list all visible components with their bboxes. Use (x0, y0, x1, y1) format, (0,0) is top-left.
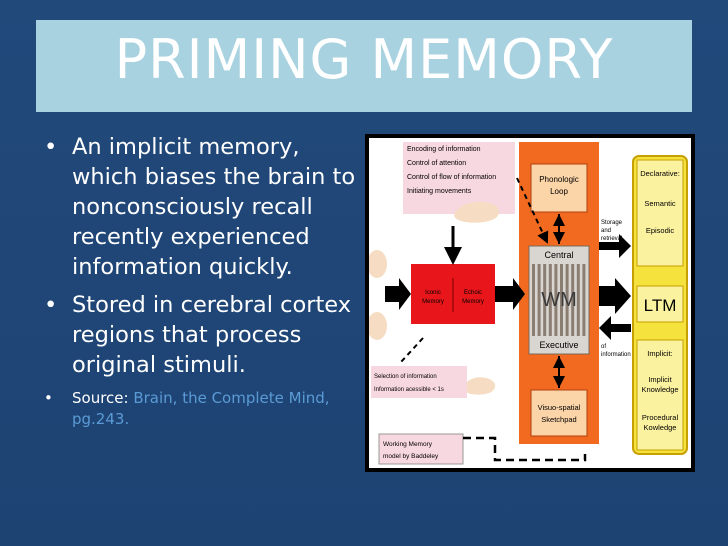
ltm-core-box (636, 285, 684, 323)
bullet-text: An implicit memory, which biases the bra… (72, 134, 356, 280)
bottom-notes-box (371, 366, 467, 398)
and-label: and (601, 228, 611, 234)
phonologic-loop-box (530, 163, 588, 213)
stripe (560, 264, 563, 336)
bullet-item: • Stored in cerebral cortex regions that… (40, 290, 360, 380)
stripe (554, 264, 558, 336)
procedural-label: Procedural (642, 413, 679, 422)
slide-title: PRIMING MEMORY (114, 28, 614, 91)
stripe (543, 264, 547, 336)
bullet-text: Stored in cerebral cortex regions that p… (72, 292, 352, 378)
sketchpad-label: Sketchpad (541, 415, 576, 424)
iconic-memory-label: Memory (422, 299, 444, 305)
stripe (571, 264, 575, 336)
echoic-label: Echoic (464, 290, 482, 296)
source-reference: Brain, the Complete Mind, pg.243. (72, 389, 330, 428)
note-text: Control of flow of information (407, 174, 496, 181)
implicit-label: Implicit: (647, 349, 672, 358)
memory-model-figure: Encoding of information Control of atten… (365, 134, 695, 472)
kowledge-label: Kowledge (644, 423, 677, 432)
of-label: of (601, 344, 606, 350)
declarative-label: Declarative: (640, 169, 680, 178)
note-text: Selection of information (374, 374, 437, 380)
caption-dashed-line (463, 436, 587, 462)
note-text: Control of attention (407, 160, 466, 167)
stimulus-blob (369, 250, 387, 278)
to-wm-arrow (495, 278, 525, 310)
stripe (532, 264, 535, 336)
bullet-item: • An implicit memory, which biases the b… (40, 132, 360, 282)
visuo-label: Visuo-spatial (538, 403, 581, 412)
stimulus-blob (369, 312, 387, 340)
phonologic-label: Phonologic (539, 175, 579, 184)
iconic-label: Iconic (425, 290, 441, 296)
retrieval-arrow (599, 316, 631, 340)
echoic-memory-label: Memory (462, 299, 484, 305)
declarative-box (636, 159, 684, 267)
stripe (565, 264, 569, 336)
executive-label: Executive (539, 340, 578, 350)
top-notes-box (403, 142, 515, 214)
implicit-knowledge-label: Implicit (648, 375, 672, 384)
note-text: Initiating movements (407, 188, 472, 195)
central-label: Central (544, 250, 573, 260)
stripe (582, 264, 586, 336)
dashed-arrow (516, 177, 549, 244)
caption-line: Working Memory (383, 441, 433, 448)
storage-arrow (599, 234, 631, 258)
visuo-spatial-box (530, 389, 588, 437)
source-item: • Source: Brain, the Complete Mind, pg.2… (40, 388, 360, 430)
note-text: Information acessible < 1s (374, 387, 444, 393)
loop-label: Loop (550, 187, 568, 196)
bullet-dot-icon: • (44, 292, 58, 318)
attention-blob (454, 201, 500, 223)
wm-ltm-arrow (599, 278, 631, 314)
bullet-dot-icon: • (44, 389, 53, 407)
implicit-box (636, 339, 684, 451)
retrieval-label: retrieval (601, 236, 622, 242)
bullet-list: • An implicit memory, which biases the b… (40, 132, 360, 430)
caption-box (378, 433, 464, 465)
memory-model-diagram: Encoding of information Control of atten… (369, 142, 688, 465)
ltm-label: LTM (644, 296, 677, 315)
information-label: information (601, 352, 631, 358)
output-blob (463, 377, 496, 395)
caption-line: model by Baddeley (383, 453, 439, 460)
bullet-dot-icon: • (44, 134, 58, 160)
stripe (576, 264, 580, 336)
stripe (548, 264, 552, 336)
stripe (537, 264, 541, 336)
storage-label: Storage (601, 220, 623, 226)
knowledge-label: Knowledge (641, 385, 678, 394)
input-arrow (385, 278, 411, 310)
source-label: Source: (72, 389, 134, 407)
semantic-label: Semantic (644, 199, 676, 208)
wm-label: WM (541, 289, 577, 311)
dashed-line (400, 337, 424, 363)
episodic-label: Episodic (646, 226, 675, 235)
executive-stripes (532, 264, 586, 336)
figure-canvas: Encoding of information Control of atten… (369, 138, 691, 468)
title-banner: PRIMING MEMORY (36, 20, 692, 112)
note-text: Encoding of information (407, 146, 481, 153)
